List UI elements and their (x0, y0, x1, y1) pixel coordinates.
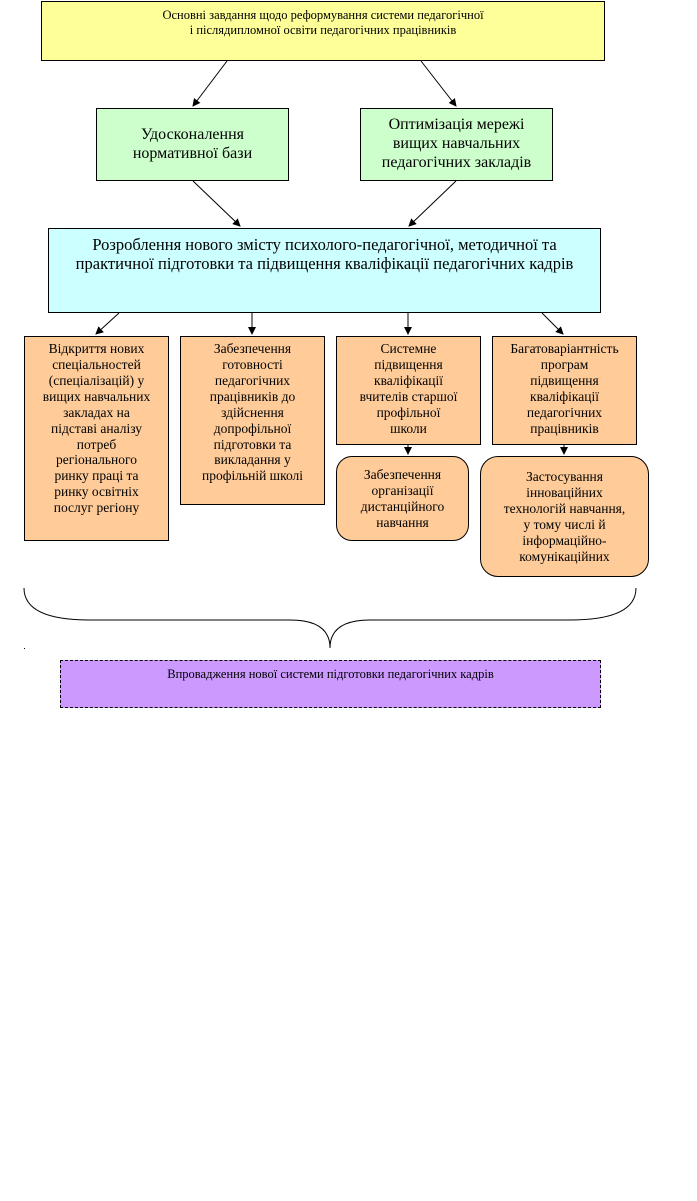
network-optimization-box: Оптимізація мережі вищих навчальних педа… (360, 108, 553, 181)
teacher-readiness-box: Забезпечення готовності педагогічних пра… (180, 336, 325, 505)
arrow-top-to-network (420, 60, 457, 107)
multivariant-programs-box: Багатоваріантність програм підвищення кв… (492, 336, 637, 445)
main-tasks-text: Основні завдання щодо реформування систе… (162, 8, 484, 37)
new-content-development-box: Розроблення нового змісту психолого-педа… (48, 228, 601, 313)
normative-base-text: Удосконалення нормативної бази (132, 125, 253, 162)
innovative-technologies-box: Застосування інноваційних технологій нав… (480, 456, 649, 577)
multivariant-programs-text: Багатоваріантність програм підвищення кв… (510, 341, 619, 436)
arrow-content-to-specialties (95, 312, 120, 335)
distance-learning-box: Забезпечення організації дистанційного н… (336, 456, 469, 541)
normative-base-box: Удосконалення нормативної бази (96, 108, 289, 181)
implementation-box: Впровадження нової системи підготовки пе… (60, 660, 601, 708)
new-content-development-text: Розроблення нового змісту психолого-педа… (75, 235, 574, 274)
network-optimization-text: Оптимізація мережі вищих навчальних педа… (381, 116, 532, 171)
implementation-text: Впровадження нової системи підготовки пе… (167, 667, 494, 681)
new-specialties-box: Відкриття нових спеціальностей (спеціалі… (24, 336, 169, 541)
arrow-normative-to-content (192, 180, 241, 227)
arrow-content-to-multivariant (541, 312, 564, 335)
arrow-top-to-normative (192, 60, 228, 107)
summary-brace (23, 587, 637, 649)
systemic-qualification-box: Системне підвищення кваліфікації вчителі… (336, 336, 481, 445)
stray-dot (24, 648, 25, 649)
new-specialties-text: Відкриття нових спеціальностей (спеціалі… (42, 341, 151, 516)
teacher-readiness-text: Забезпечення готовності педагогічних пра… (201, 341, 304, 484)
arrow-network-to-content (408, 180, 457, 227)
main-tasks-box: Основні завдання щодо реформування систе… (41, 1, 605, 61)
distance-learning-text: Забезпечення організації дистанційного н… (360, 467, 445, 530)
systemic-qualification-text: Системне підвищення кваліфікації вчителі… (359, 341, 458, 436)
innovative-technologies-text: Застосування інноваційних технологій нав… (503, 469, 626, 564)
